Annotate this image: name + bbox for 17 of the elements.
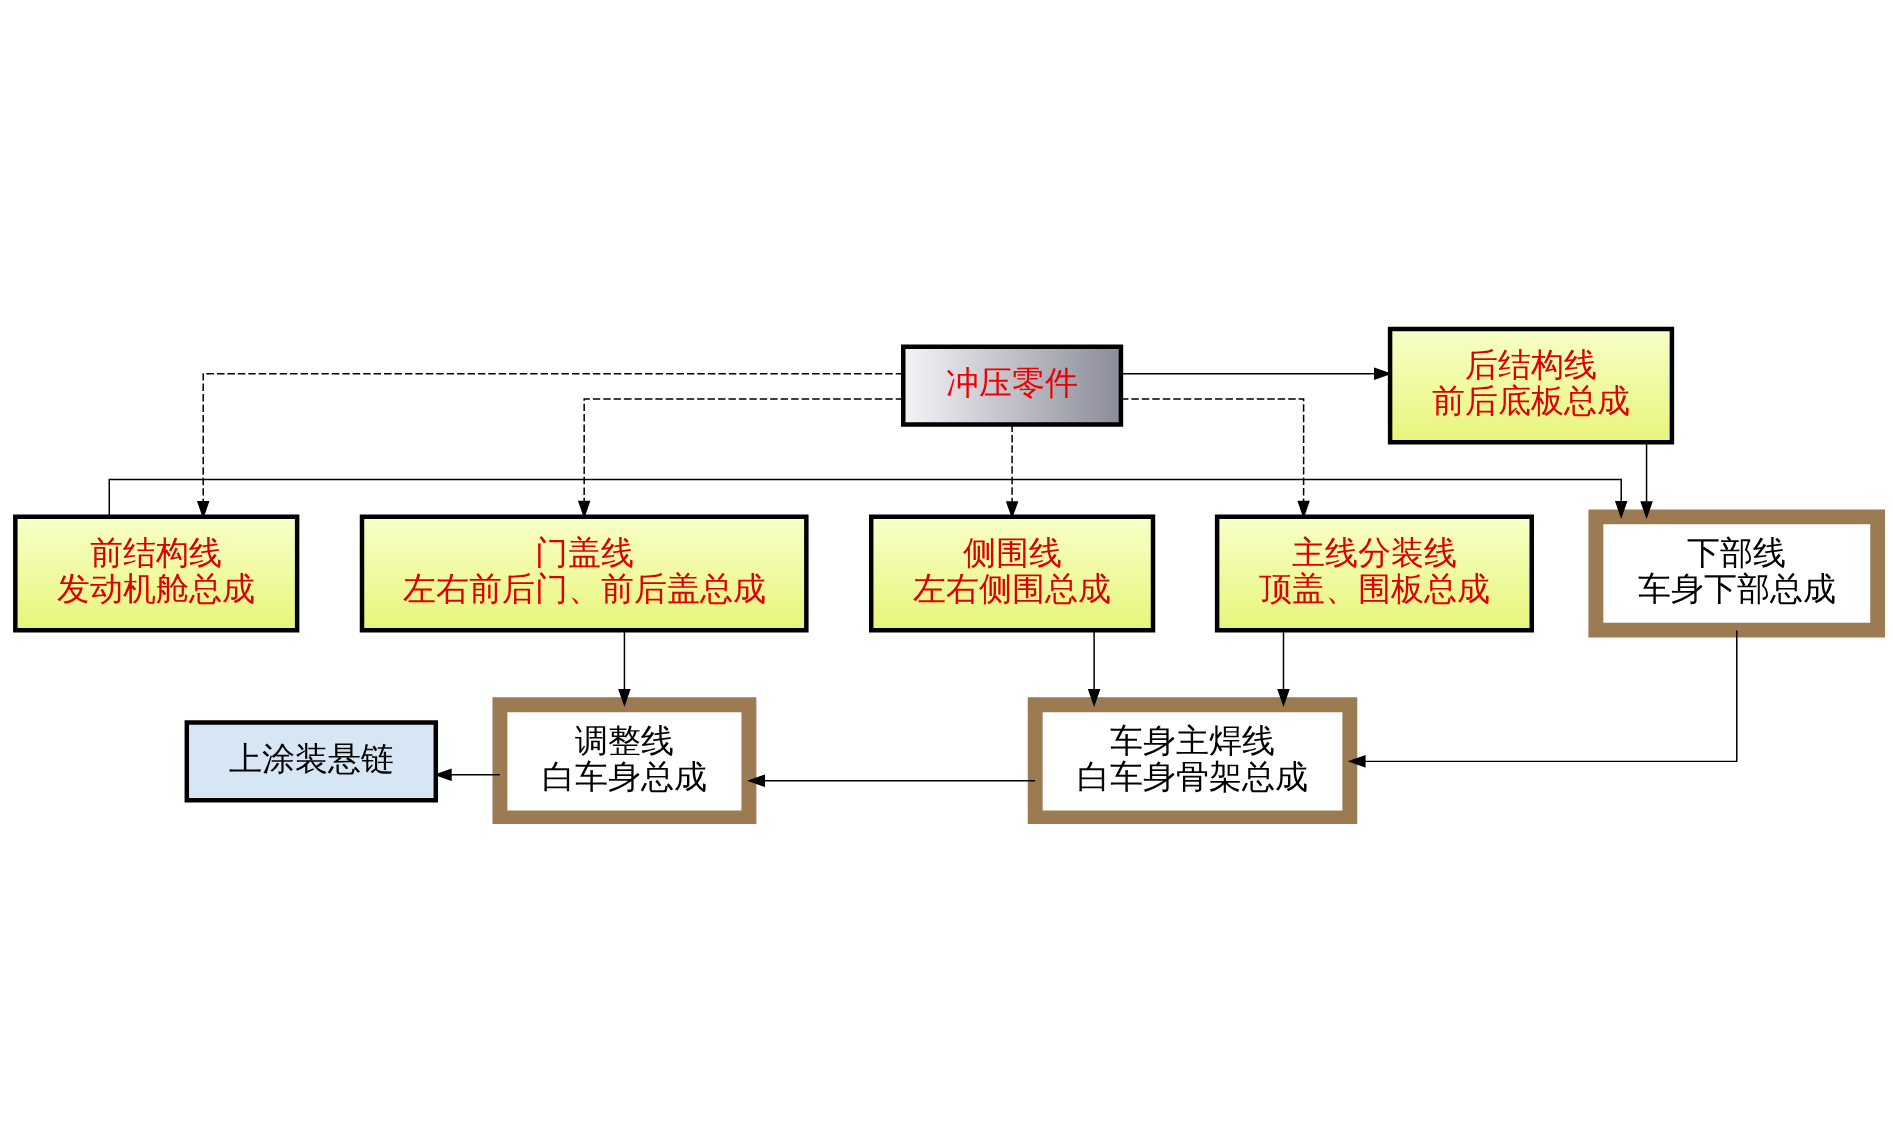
arrow — [1087, 629, 1101, 707]
node-box: 主线分装线 顶盖、围板总成 — [1214, 514, 1534, 632]
arrow — [1640, 441, 1653, 519]
arrow — [1347, 629, 1738, 768]
arrow — [747, 774, 1036, 787]
node-box: 冲压零件 — [901, 344, 1124, 427]
node-box: 调整线 白车身总成 — [492, 696, 757, 824]
node-box: 门盖线 左右前后门、前后盖总成 — [359, 514, 809, 632]
arrow — [1277, 629, 1290, 707]
arrow — [108, 478, 1628, 519]
arrow — [618, 629, 631, 707]
node-box: 前结构线 发动机舱总成 — [13, 514, 300, 632]
node-box: 车身主焊线 白车身骨架总成 — [1027, 696, 1358, 824]
node-box: 后结构线 前后底板总成 — [1387, 326, 1675, 445]
node-box: 下部线 车身下部总成 — [1588, 508, 1885, 638]
node-box: 上涂装悬链 — [184, 719, 439, 802]
node-box: 侧围线 左右侧围总成 — [868, 514, 1156, 632]
